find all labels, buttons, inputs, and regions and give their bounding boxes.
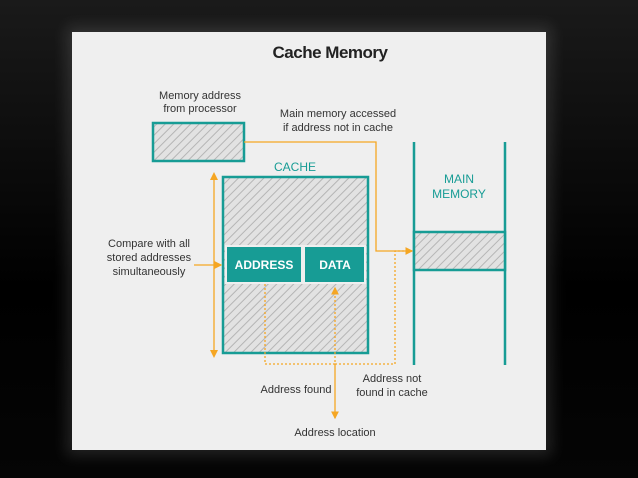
address-box [227,247,301,282]
address-found-label: Address found [261,384,332,396]
address-box-label: ADDRESS [235,258,294,272]
main-memory-label-line1: MAIN [444,172,474,186]
compare-range-arrow-top [210,172,218,180]
compare-label-line2: stored addresses [107,252,192,264]
compare-label-line1: Compare with all [108,238,190,250]
main-memory-label-line2: MEMORY [432,187,486,201]
data-box [305,247,364,282]
memory-address-box [151,121,246,163]
diagram-title: Cache Memory [273,43,389,62]
cache-label: CACHE [274,160,316,174]
address-not-found-line1: Address not [363,373,422,385]
address-location-label: Address location [294,427,375,439]
main-memory-access-arrow [244,141,414,255]
memory-address-label-line2: from processor [163,103,237,115]
data-box-label: DATA [319,258,351,272]
memory-address-label-line1: Memory address [159,90,241,102]
main-memory-accessed-line2: if address not in cache [283,122,393,134]
main-memory-block [412,230,507,272]
main-memory-accessed-line1: Main memory accessed [280,108,396,120]
address-not-found-line2: found in cache [356,387,428,399]
address-found-path [264,284,339,365]
address-not-found-path [335,250,412,365]
compare-label-line3: simultaneously [113,266,186,278]
compare-range-arrow-bottom [210,350,218,358]
